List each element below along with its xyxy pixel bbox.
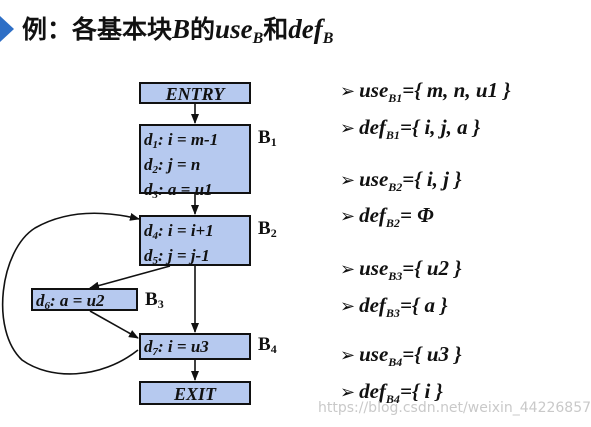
edge-b3-b4: [89, 310, 139, 339]
b1-line-3: d3: a = u1: [144, 180, 213, 201]
set-line-use-b1: ➢useB1={ m, n, u1 }: [340, 78, 511, 105]
block-label-b4: B4: [258, 334, 277, 356]
bullet-arrow-icon: ➢: [340, 259, 356, 280]
set-line-def-b1: ➢defB1={ i, j, a }: [340, 115, 481, 142]
bullet-arrow-icon: ➢: [340, 382, 356, 403]
exit-node: EXIT: [139, 381, 251, 405]
bullet-arrow-icon: ➢: [340, 81, 356, 102]
bullet-arrow-icon: ➢: [340, 170, 356, 191]
block-label-b2: B2: [258, 218, 277, 240]
set-line-use-b3: ➢useB3={ u2 }: [340, 256, 462, 283]
slide-title: 例：各基本块B的useB和defB: [0, 10, 591, 48]
title-bullet-icon: [0, 16, 14, 42]
bullet-arrow-icon: ➢: [340, 345, 356, 366]
set-line-def-b2: ➢defB2= Φ: [340, 203, 434, 230]
title-text: 例：各基本块B的useB和defB: [22, 14, 334, 47]
bullet-arrow-icon: ➢: [340, 206, 356, 227]
bullet-arrow-icon: ➢: [340, 296, 356, 317]
set-line-def-b3: ➢defB3={ a }: [340, 293, 448, 320]
block-b1: d1: i = m-1 d2: j = n d3: a = u1: [139, 124, 251, 201]
block-b2: d4: i = i+1 d5: j = j-1: [139, 215, 251, 267]
b3-line-1: d6: a = u2: [36, 291, 105, 312]
edge-b2-b3: [89, 265, 171, 290]
b4-line-1: d7: i = u3: [144, 337, 209, 358]
b1-line-2: d2: j = n: [144, 155, 201, 176]
b1-line-1: d1: i = m-1: [144, 130, 219, 151]
block-b4: d7: i = u3: [139, 333, 251, 360]
edge-b4-b2-loop: [1, 212, 140, 375]
block-label-b1: B1: [258, 127, 277, 149]
block-b3: d6: a = u2: [31, 288, 138, 312]
watermark: https://blog.csdn.net/weixin_44226857: [318, 400, 591, 416]
set-line-use-b4: ➢useB4={ u3 }: [340, 342, 462, 369]
block-label-b3: B3: [145, 289, 164, 311]
set-line-def-b4: ➢defB4={ i }: [340, 379, 443, 406]
set-line-use-b2: ➢useB2={ i, j }: [340, 167, 462, 194]
bullet-arrow-icon: ➢: [340, 118, 356, 139]
entry-node: ENTRY: [139, 82, 251, 104]
b2-line-1: d4: i = i+1: [144, 221, 214, 242]
use-def-list: ➢useB1={ m, n, u1 } ➢defB1={ i, j, a } ➢…: [340, 0, 591, 427]
b2-line-2: d5: j = j-1: [144, 246, 210, 267]
